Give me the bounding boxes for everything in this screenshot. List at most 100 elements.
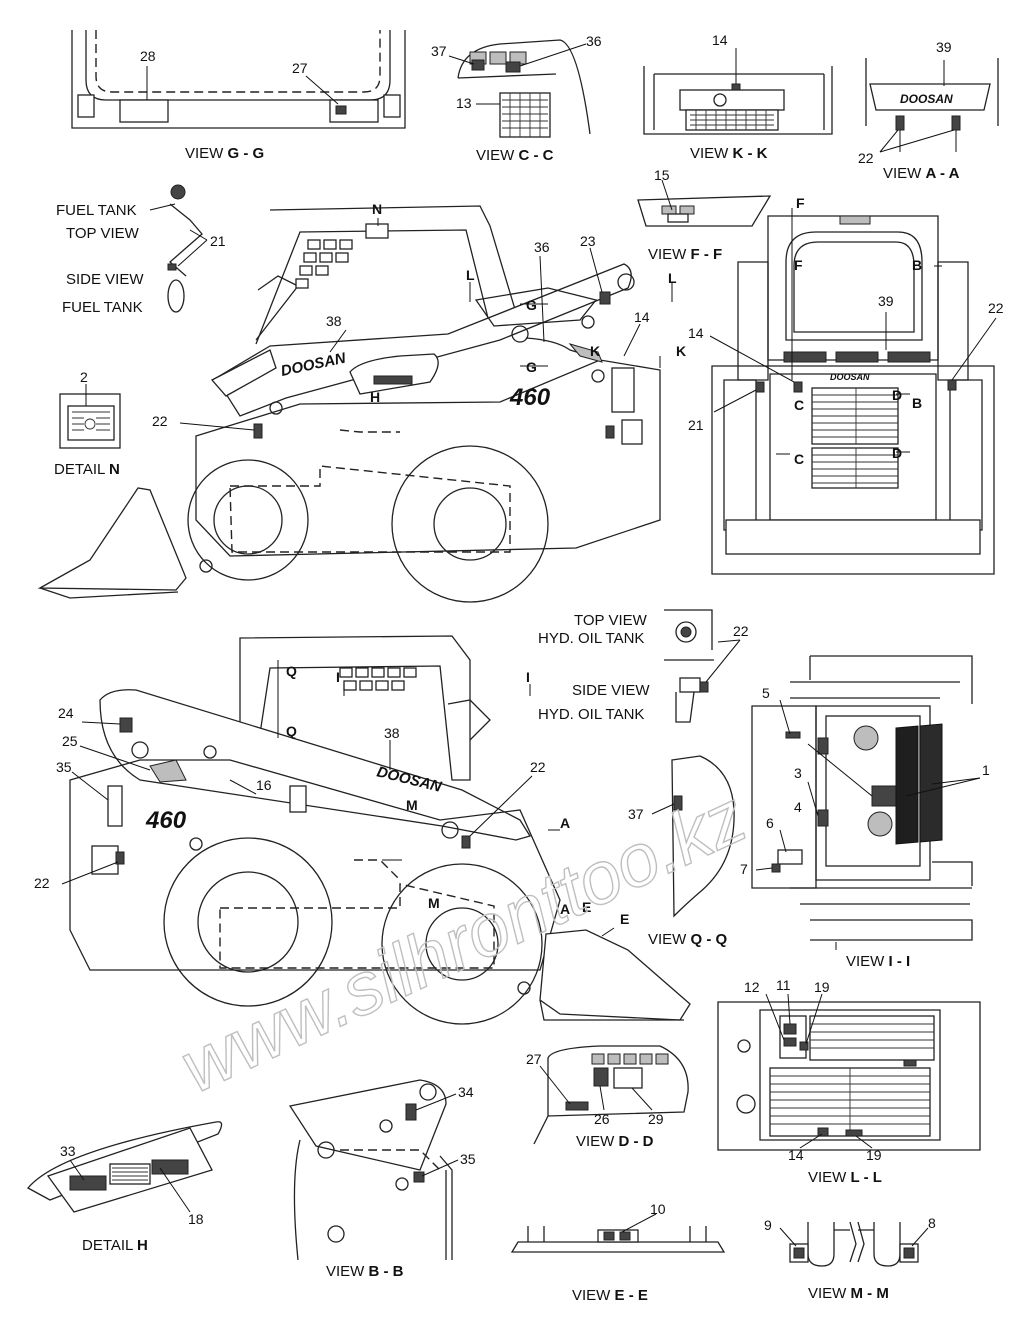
callout-2: 2	[80, 369, 88, 385]
callout-33: 34	[458, 1084, 474, 1100]
section-l-label-2: L	[668, 270, 677, 286]
decal-1-box-b	[919, 723, 943, 843]
callout-32: 33	[60, 1143, 76, 1159]
callout-27: 27	[292, 60, 308, 76]
callout-7: 7	[740, 861, 748, 877]
fuel-tank-drawing	[149, 184, 208, 313]
section-n-label: N	[372, 201, 382, 217]
section-e-label-2: E	[620, 911, 629, 927]
rear-view-machine: DOOSAN	[709, 208, 997, 575]
callout-28: 28	[140, 48, 156, 64]
callout-19-ll-top: 19	[814, 979, 830, 995]
callout-5: 5	[762, 685, 770, 701]
section-f-label-2: F	[794, 257, 803, 273]
callout-39-aa: 39	[936, 39, 952, 55]
callout-3: 3	[794, 765, 802, 781]
section-e-label-1: E	[582, 899, 591, 915]
fuel-tank-side-label-1: SIDE VIEW	[66, 271, 144, 288]
caption-view-c-c: VIEW C - C	[476, 147, 554, 164]
decal-15-box	[667, 213, 689, 223]
decal-26-box	[593, 1067, 609, 1087]
section-a-label-2: A	[560, 901, 570, 917]
decal-14-side-top	[605, 425, 615, 439]
decal-n-box	[365, 223, 389, 239]
decal-22-a	[895, 115, 905, 131]
callout-4: 4	[794, 799, 802, 815]
decal-24-box	[119, 717, 133, 733]
caption-view-q-q: VIEW Q - Q	[648, 931, 728, 948]
side-view-machine-top: DOOSAN 460	[37, 205, 673, 603]
section-f-label-1: F	[796, 195, 805, 211]
model-460-side-top: 460	[509, 384, 551, 411]
section-d-label-1: D	[892, 387, 902, 403]
hyd-top-label-2: HYD. OIL TANK	[538, 630, 644, 647]
callout-16: 16	[256, 777, 272, 793]
decal-23-box	[599, 291, 611, 305]
view-a-a-drawing: DOOSAN	[865, 58, 999, 153]
hyd-top-label-1: TOP VIEW	[574, 612, 648, 629]
section-q-label-2: Q	[286, 723, 297, 739]
callout-27-dd: 27	[526, 1051, 542, 1067]
view-d-d-drawing	[533, 1045, 689, 1145]
decal-22-side-bottom-2	[461, 835, 471, 849]
detail-n-drawing	[59, 384, 121, 449]
callout-13: 13	[456, 95, 472, 111]
decal-37-box	[673, 795, 683, 811]
caption-detail-h: DETAIL H	[82, 1237, 148, 1254]
doosan-logo-rear: DOOSAN	[830, 372, 870, 382]
callout-35: 35	[56, 759, 72, 775]
view-f-f-drawing	[637, 179, 772, 227]
view-k-k-drawing	[643, 48, 833, 135]
decal-12-box	[783, 1037, 797, 1047]
caption-view-f-f: VIEW F - F	[648, 246, 722, 263]
view-e-e-drawing	[510, 1213, 726, 1253]
callout-6: 6	[766, 815, 774, 831]
decal-3-box	[871, 785, 899, 807]
section-k-label-2: K	[676, 343, 686, 359]
callout-30: 36	[586, 33, 602, 49]
callout-31: 37	[431, 43, 447, 59]
callout-25: 25	[62, 733, 78, 749]
decal-22-side-bottom	[115, 851, 125, 865]
callout-10: 10	[650, 1201, 666, 1217]
section-h-label: H	[370, 389, 380, 405]
decal-21-hyd	[699, 681, 709, 693]
view-c-c-drawing	[448, 39, 591, 138]
callout-20-fuel: 21	[210, 233, 226, 249]
decal-14-box	[731, 83, 741, 91]
callout-14-kk: 14	[712, 32, 728, 48]
decal-14-ll	[817, 1127, 829, 1137]
decal-22-b	[951, 115, 961, 131]
decal-34-box	[413, 1171, 425, 1183]
section-m-label-2: M	[428, 895, 440, 911]
callout-37: 37	[628, 806, 644, 822]
caption-view-a-a: VIEW A - A	[883, 165, 960, 182]
fuel-tank-top-label-1: FUEL TANK	[56, 202, 137, 219]
section-b-label-2: B	[912, 395, 922, 411]
section-i-label-2: I	[526, 669, 530, 685]
callout-14-side-top: 14	[634, 309, 650, 325]
decal-22-side-top	[253, 423, 263, 439]
callout-39-rear: 39	[878, 293, 894, 309]
decal-27-dd-box	[565, 1101, 589, 1111]
section-m-label-1: M	[406, 797, 418, 813]
decal-11-box	[783, 1023, 797, 1035]
decal-2-box	[67, 405, 115, 441]
decal-1-box-a	[895, 725, 919, 845]
caption-view-k-k: VIEW K - K	[690, 145, 768, 162]
decal-29-box	[613, 1067, 643, 1089]
callout-20-rear: 21	[688, 417, 704, 433]
hyd-side-label-1: SIDE VIEW	[572, 682, 650, 699]
section-k-label-1: K	[590, 343, 600, 359]
decal-18-box	[151, 1159, 189, 1175]
callout-15: 15	[654, 167, 670, 183]
callout-38-top: 38	[326, 313, 342, 329]
caption-view-i-i: VIEW I - I	[846, 953, 910, 970]
callout-24: 24	[58, 705, 74, 721]
section-i-label-1: I	[336, 669, 340, 685]
caption-view-l-l: VIEW L - L	[808, 1169, 882, 1186]
section-b-label-1: B	[912, 257, 922, 273]
fuel-tank-side-label-2: FUEL TANK	[62, 299, 143, 316]
caption-view-b-b: VIEW B - B	[326, 1263, 404, 1280]
